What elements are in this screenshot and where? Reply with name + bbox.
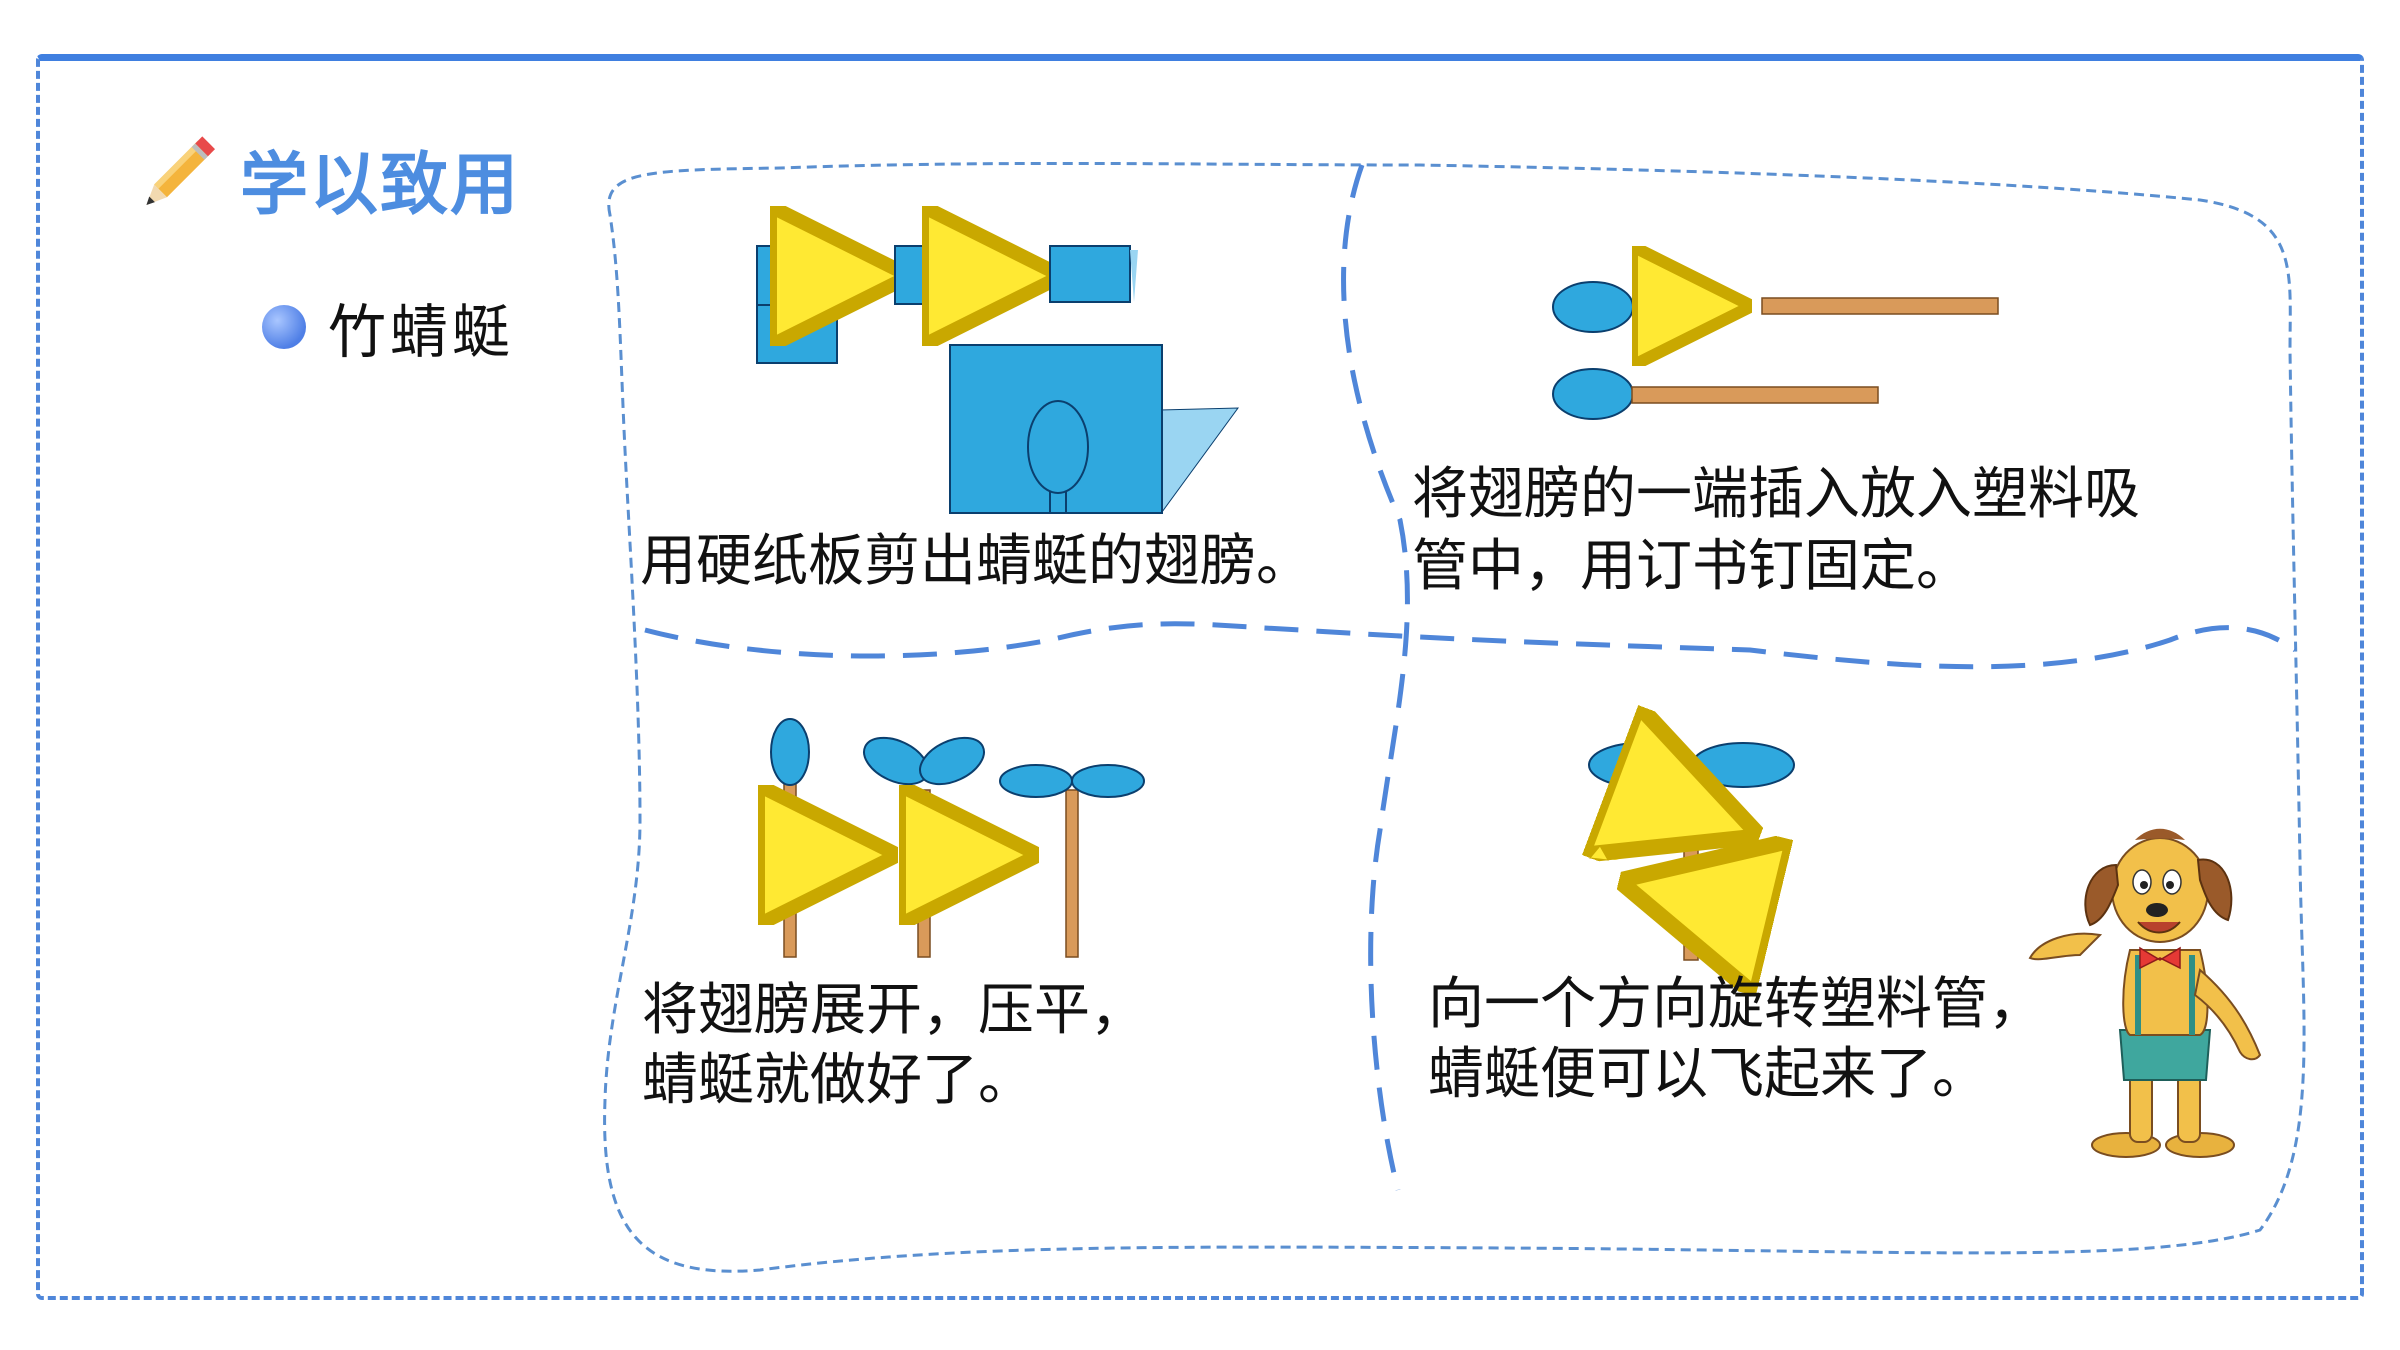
rotation-arrow-icon	[1615, 818, 1730, 852]
section-subtitle: 竹蜻蜓	[262, 285, 514, 369]
straw-icon	[783, 781, 797, 958]
pencil-icon	[126, 128, 222, 228]
step3-caption-line1: 将翅膀展开，压平，	[642, 978, 1146, 1043]
cloud-boundary	[603, 161, 2306, 1273]
section-header: 学以致用	[126, 128, 520, 228]
step2-caption-line1: 将翅膀的一端插入放入塑料吸	[1412, 462, 2140, 527]
divider-vertical	[1341, 164, 1410, 1191]
step2-caption-line2: 管中，用订书钉固定。	[1412, 534, 1972, 599]
step4-caption-line1: 向一个方向旋转塑料管，	[1428, 972, 2044, 1037]
divider-horizontal	[644, 621, 2297, 670]
wing-icon	[919, 736, 985, 786]
paper-sheet-3	[1049, 245, 1131, 303]
step1-caption: 用硬纸板剪出蜻蜓的翅膀。	[640, 529, 1312, 594]
wing-icon	[1552, 368, 1634, 420]
step4-illustration	[1588, 742, 1795, 961]
wing-icon	[1588, 742, 1692, 788]
straw-icon	[1065, 789, 1079, 958]
wing-outline	[1027, 400, 1089, 494]
dog-mascot-icon	[2028, 828, 2262, 1158]
step3-illustration	[770, 718, 1145, 958]
wing-icon	[1552, 281, 1634, 333]
paper-large	[949, 344, 1163, 514]
rotation-arrow-icon	[1650, 860, 1780, 894]
straw-icon	[1631, 386, 1879, 404]
wing-icon	[1071, 764, 1145, 798]
straw-icon	[1761, 297, 1999, 315]
step4-caption-line2: 蜻蜓便可以飞起来了。	[1428, 1042, 1988, 1107]
straw-icon	[917, 789, 931, 958]
step1-illustration	[756, 245, 1240, 514]
subtitle-text: 竹蜻蜓	[328, 298, 515, 366]
page-title: 学以致用	[240, 145, 521, 225]
paper-fold	[1159, 407, 1240, 514]
step3-caption-line2: 蜻蜓就做好了。	[642, 1048, 1034, 1113]
bullet-icon	[262, 305, 306, 349]
paper-sheet-2	[894, 245, 976, 305]
page-frame	[36, 54, 2364, 1300]
wing-icon	[770, 718, 810, 786]
wing-icon	[999, 764, 1073, 798]
step2-illustration	[1552, 281, 1999, 420]
straw-icon	[1683, 769, 1699, 961]
wing-icon	[1691, 742, 1795, 788]
